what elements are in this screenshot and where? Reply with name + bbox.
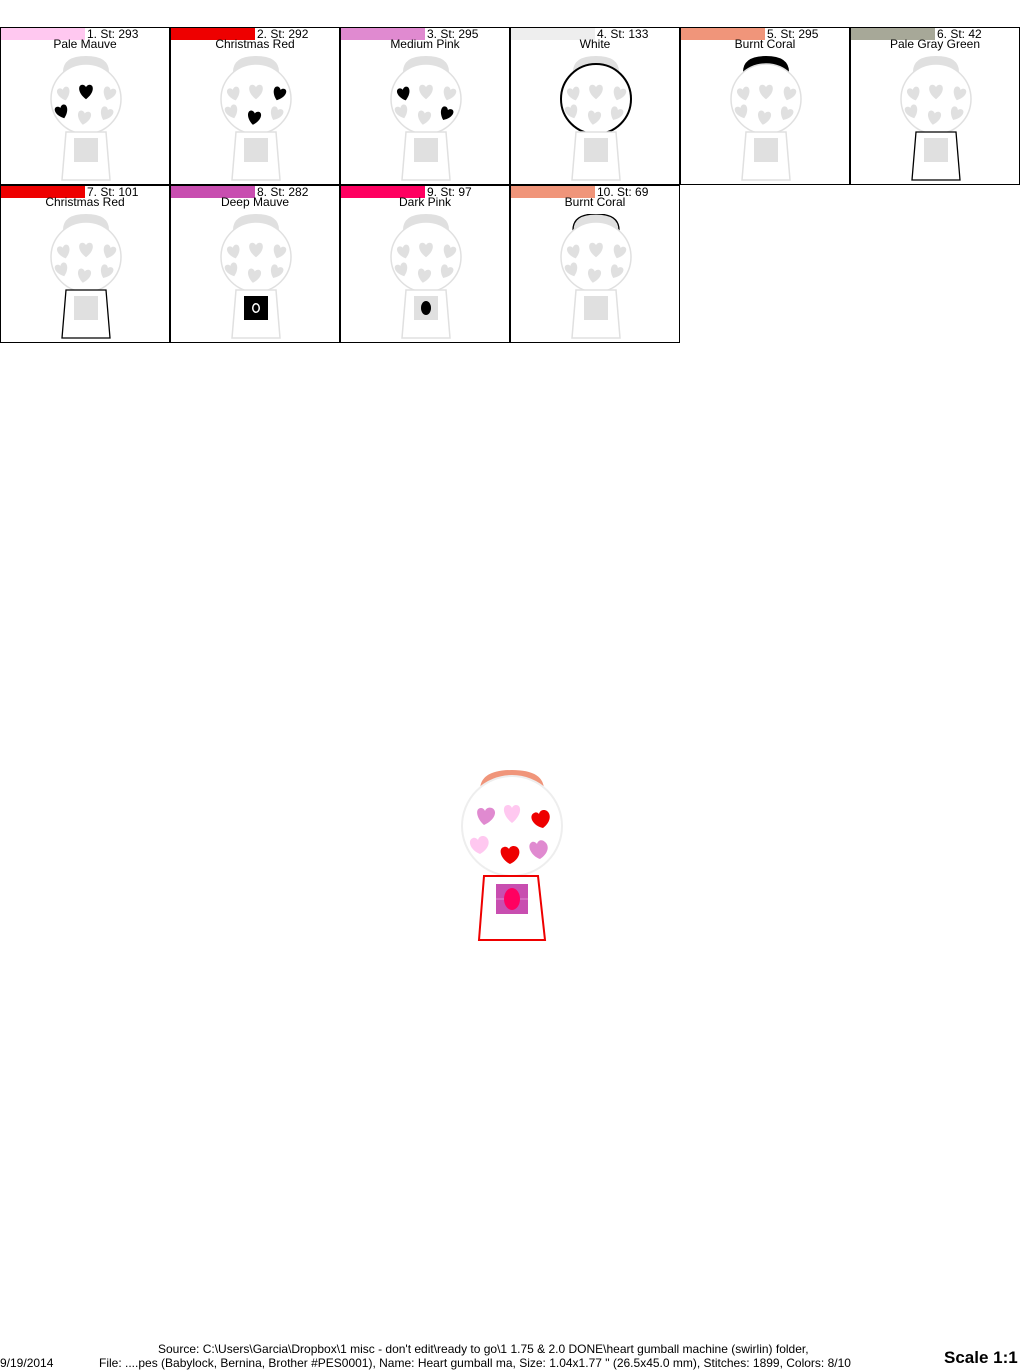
preview-heart-medium-pink [477,807,496,825]
color-block-thumbnail [900,56,972,181]
thread-color-name: Pale Gray Green [889,37,981,51]
footer: Source: C:\Users\Garcia\Dropbox\1 misc -… [0,1340,1024,1370]
color-block-thumbnail [560,56,632,181]
preview-heart-red-2 [500,845,520,864]
thread-color-name: Pale Mauve [53,37,117,51]
thread-color-swatch [171,28,255,40]
color-block-thumbnail [390,56,462,181]
thread-color-swatch [851,28,935,40]
thread-color-swatch [1,28,85,40]
thread-color-name: Dark Pink [398,195,451,209]
color-block-thumbnail [50,214,122,339]
stitch-count-label: 6. St: 42 [937,27,982,41]
file-info: File: ....pes (Babylock, Bernina, Brothe… [99,1356,851,1370]
design-preview [461,770,563,941]
preview-heart-mauve-2 [469,836,489,854]
thread-color-name: Medium Pink [390,37,460,51]
preview-heart-medium-pink-2 [529,840,548,859]
stitch-count-label: 1. St: 293 [87,27,139,41]
thread-color-swatch [511,186,595,198]
stitch-count-label: 5. St: 295 [767,27,819,41]
thread-color-swatch [1,186,85,198]
stitch-count-label: 7. St: 101 [87,185,139,199]
thread-color-swatch [341,28,425,40]
color-block-thumbnail [560,214,632,339]
color-block-thumbnail [50,56,122,181]
thread-color-swatch [511,28,595,40]
thread-color-swatch [681,28,765,40]
source-path: Source: C:\Users\Garcia\Dropbox\1 misc -… [158,1342,809,1356]
stitch-count-label: 2. St: 292 [257,27,309,41]
thread-color-name: Christmas Red [45,195,125,209]
stitch-count-label: 8. St: 282 [257,185,309,199]
preview-heart-mauve [503,805,521,823]
thread-color-swatch [171,186,255,198]
color-block-thumbnail [220,56,292,181]
preview-coin [504,888,520,910]
thread-color-swatch [341,186,425,198]
thread-color-name: Burnt Coral [564,195,626,209]
preview-heart-red [531,810,550,828]
color-block-thumbnail [390,214,462,339]
print-date: 9/19/2014 [0,1356,54,1370]
thread-color-name: White [579,37,611,51]
color-block-thumbnail [220,214,292,339]
stitch-count-label: 10. St: 69 [597,185,649,199]
stitch-count-label: 4. St: 133 [597,27,649,41]
thread-color-name: Burnt Coral [734,37,796,51]
thread-color-name: Christmas Red [215,37,295,51]
stitch-count-label: 3. St: 295 [427,27,479,41]
thread-color-name: Deep Mauve [220,195,290,209]
scale-label: Scale 1:1 [944,1348,1018,1367]
color-block-thumbnail [730,56,802,181]
stitch-count-label: 9. St: 97 [427,185,472,199]
